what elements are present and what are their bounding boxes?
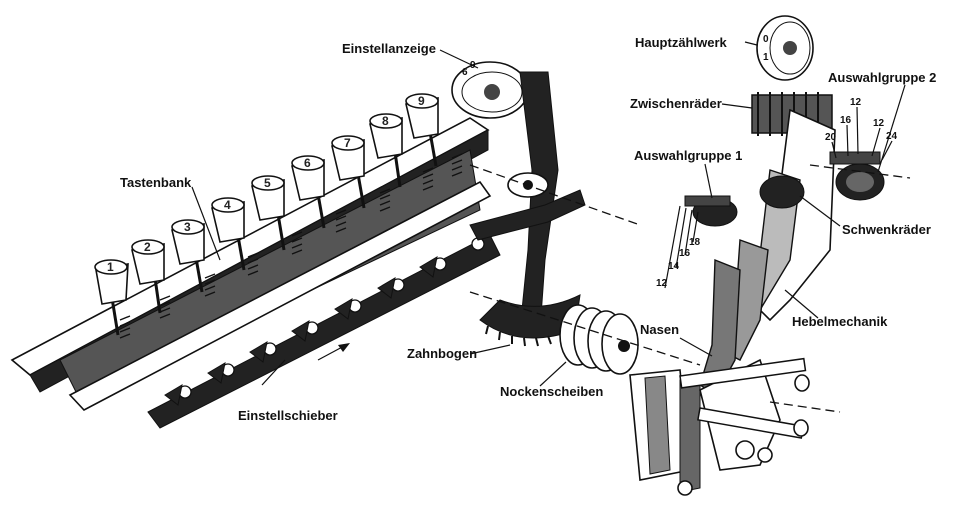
indicator-and-sector: 6 9 <box>451 60 701 375</box>
label-einstellanzeige: Einstellanzeige <box>342 41 436 56</box>
keys: 1 2 3 4 5 <box>94 93 439 305</box>
key-digit-2: 2 <box>144 240 151 254</box>
key-8: 8 <box>369 113 403 159</box>
label-nockenscheiben: Nockenscheiben <box>500 384 603 399</box>
label-einstellschieber: Einstellschieber <box>238 408 338 423</box>
selection-group-2-gear <box>829 151 885 201</box>
group1-num-12: 12 <box>656 278 668 289</box>
group2-num-12a: 12 <box>850 97 862 108</box>
key-2: 2 <box>131 239 165 285</box>
label-nasen: Nasen <box>640 322 679 337</box>
key-5: 5 <box>251 175 285 221</box>
label-tastenbank: Tastenbank <box>120 175 192 190</box>
main-counter-wheel: 0 1 <box>756 15 814 81</box>
pivot-gear <box>759 175 805 209</box>
key-9: 9 <box>405 93 439 139</box>
lever-arm <box>469 189 586 241</box>
counter-digit-a: 0 <box>763 34 769 45</box>
key-6: 6 <box>291 155 325 201</box>
key-rail-top <box>10 117 490 376</box>
group2-num-24: 24 <box>886 131 898 142</box>
group2-num-12b: 12 <box>873 118 885 129</box>
key-1: 1 <box>94 259 129 305</box>
labels: Einstellanzeige Tastenbank Einstellschie… <box>120 35 936 423</box>
slider-arrow-head <box>338 343 350 352</box>
label-auswahlgruppe-1: Auswahlgruppe 1 <box>634 148 742 163</box>
key-4: 4 <box>211 197 245 243</box>
counter-assembly: 0 1 <box>629 15 911 496</box>
cam-axis <box>469 291 701 366</box>
lever-axis <box>469 164 641 226</box>
group1-num-18: 18 <box>689 237 701 248</box>
key-digit-7: 7 <box>344 136 351 150</box>
key-stems <box>110 131 438 336</box>
group1-num-16: 16 <box>679 248 691 259</box>
indicator-lever <box>519 71 559 331</box>
frame-axis <box>769 401 841 413</box>
shafts <box>679 357 810 439</box>
cam-discs <box>559 304 639 375</box>
slider-teeth <box>164 256 438 406</box>
key-rail-body <box>59 149 481 401</box>
key-digit-6: 6 <box>304 156 311 170</box>
key-digit-9: 9 <box>418 94 425 108</box>
setting-slider-bar <box>147 234 501 429</box>
dial-digit-a: 6 <box>462 67 468 78</box>
label-zahnbogen: Zahnbogen <box>407 346 477 361</box>
key-digit-8: 8 <box>382 114 389 128</box>
group1-number-marks: 12 14 16 18 <box>656 205 701 289</box>
slider-holes <box>178 237 485 399</box>
group2-number-marks: 20 16 12 12 24 <box>825 97 898 161</box>
key-7: 7 <box>331 135 365 181</box>
key-springs <box>119 153 463 339</box>
label-hebelmechanik: Hebelmechanik <box>792 314 888 329</box>
group1-num-14: 14 <box>668 261 680 272</box>
key-digit-3: 3 <box>184 220 191 234</box>
label-leaders <box>191 41 906 387</box>
key-digit-5: 5 <box>264 176 271 190</box>
group2-num-20: 20 <box>825 132 837 143</box>
key-digit-4: 4 <box>224 198 231 212</box>
key-digit-1: 1 <box>107 260 114 274</box>
key-3: 3 <box>171 219 205 265</box>
gear-axis <box>809 164 911 179</box>
label-schwenkraeder: Schwenkräder <box>842 222 931 237</box>
selection-group-1-gear <box>684 195 738 227</box>
counter-digit-b: 1 <box>763 52 769 63</box>
group2-num-16: 16 <box>840 115 852 126</box>
keyboard-assembly: 1 2 3 4 5 <box>10 93 501 429</box>
lower-rail <box>68 180 492 411</box>
label-zwischenraeder: Zwischenräder <box>630 96 722 111</box>
setting-indicator-dial: 6 9 <box>451 60 529 119</box>
label-auswahlgruppe-2: Auswahlgruppe 2 <box>828 70 936 85</box>
label-hauptzaehlwerk: Hauptzählwerk <box>635 35 728 50</box>
